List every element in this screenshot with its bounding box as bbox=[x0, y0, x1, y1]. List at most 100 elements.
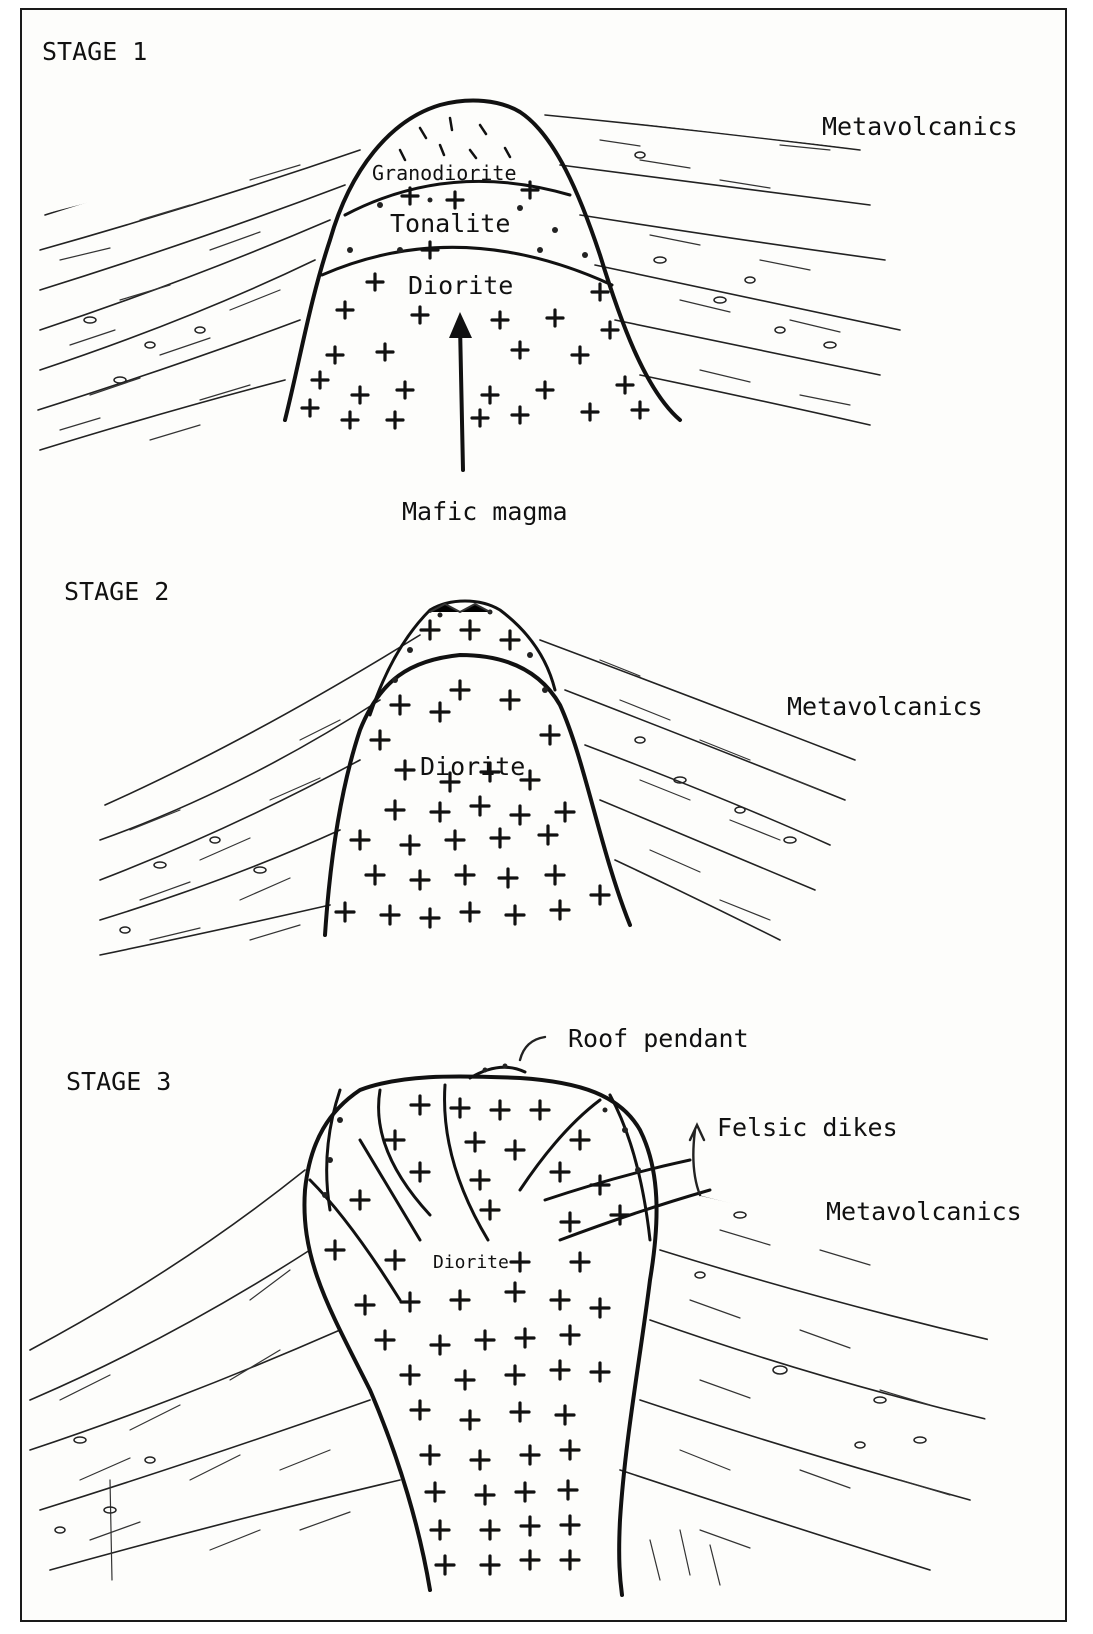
diorite-cross bbox=[431, 803, 449, 821]
diorite-cross bbox=[302, 400, 318, 416]
diorite-cross bbox=[511, 1403, 529, 1421]
diorite-cross bbox=[572, 347, 588, 363]
roof-pendant-leader bbox=[520, 1037, 545, 1060]
diorite-cross bbox=[451, 681, 469, 699]
diorite-cross bbox=[431, 1336, 449, 1354]
diorite-cross bbox=[551, 1361, 569, 1379]
diorite-cross bbox=[381, 906, 399, 924]
diorite-cross bbox=[591, 886, 609, 904]
diorite-cross bbox=[506, 1283, 524, 1301]
roof-pendant-label: Roof pendant bbox=[568, 1024, 749, 1053]
diorite-cross bbox=[471, 797, 489, 815]
diorite-cross bbox=[356, 1296, 374, 1314]
diorite-cross bbox=[386, 1251, 404, 1269]
diorite-cross bbox=[551, 1163, 569, 1181]
diorite-cross bbox=[461, 1411, 479, 1429]
mafic-magma-arrow bbox=[449, 312, 472, 470]
diorite-cross bbox=[312, 372, 328, 388]
diorite-cross bbox=[446, 831, 464, 849]
diorite-cross bbox=[451, 1099, 469, 1117]
stage-2-metavolcanics-label: Metavolcanics bbox=[787, 692, 983, 721]
diorite-cross bbox=[401, 1366, 419, 1384]
granodiorite-texture bbox=[400, 118, 510, 160]
diorite-cross bbox=[401, 836, 419, 854]
diorite-cross bbox=[501, 691, 519, 709]
diorite-cross bbox=[366, 866, 384, 884]
diorite-cross bbox=[521, 1517, 539, 1535]
diorite-cross bbox=[571, 1253, 589, 1271]
diorite-cross bbox=[521, 1446, 539, 1464]
diorite-cross bbox=[431, 1521, 449, 1539]
diorite-cross bbox=[541, 726, 559, 744]
diorite-cross bbox=[371, 731, 389, 749]
stage-2: STAGE 2 bbox=[64, 577, 983, 955]
diorite-cross bbox=[492, 312, 508, 328]
diorite-cross bbox=[461, 621, 479, 639]
stage-1-title: STAGE 1 bbox=[42, 37, 147, 66]
diorite-cross bbox=[481, 1556, 499, 1574]
diorite-cross bbox=[351, 831, 369, 849]
diorite-cross bbox=[352, 387, 368, 403]
granodiorite-label: Granodiorite bbox=[372, 161, 517, 185]
diorite-cross bbox=[561, 1326, 579, 1344]
diorite-cross bbox=[491, 829, 509, 847]
diorite-cross bbox=[456, 1371, 474, 1389]
diorite-cross bbox=[556, 1406, 574, 1424]
diorite-cross bbox=[461, 903, 479, 921]
diorite-cross bbox=[561, 1551, 579, 1569]
stage-1: STAGE 1 bbox=[38, 37, 1018, 526]
diorite-cross bbox=[556, 803, 574, 821]
diorite-cross bbox=[327, 347, 343, 363]
diorite-cross bbox=[499, 869, 517, 887]
diorite-cross bbox=[411, 1096, 429, 1114]
felsic-dikes-leader bbox=[693, 1130, 700, 1195]
diorite-cross bbox=[426, 1483, 444, 1501]
diorite-cross bbox=[547, 310, 563, 326]
diorite-cross bbox=[501, 631, 519, 649]
stage-3-diorite-label: Diorite bbox=[433, 1252, 509, 1273]
diorite-cross bbox=[391, 696, 409, 714]
diorite-cross bbox=[516, 1329, 534, 1347]
stage-3-metavolcanics-label: Metavolcanics bbox=[826, 1197, 1022, 1226]
diorite-cross bbox=[511, 1253, 529, 1271]
diorite-cross bbox=[386, 801, 404, 819]
diorite-cross bbox=[422, 242, 438, 258]
diorite-cross bbox=[516, 1483, 534, 1501]
felsic-dikes-label: Felsic dikes bbox=[717, 1113, 898, 1142]
diorite-cross bbox=[397, 382, 413, 398]
diorite-cross bbox=[411, 871, 429, 889]
diorite-cross bbox=[559, 1481, 577, 1499]
diorite-cross bbox=[546, 866, 564, 884]
stage-2-title: STAGE 2 bbox=[64, 577, 169, 606]
diorite-cross bbox=[386, 1131, 404, 1149]
diorite-cross bbox=[521, 1551, 539, 1569]
diorite-cross bbox=[512, 407, 528, 423]
diorite-cross bbox=[476, 1486, 494, 1504]
felsic-dikes-arrowhead bbox=[690, 1125, 704, 1140]
diorite-cross bbox=[387, 412, 403, 428]
diorite-cross bbox=[421, 909, 439, 927]
diorite-cross bbox=[411, 1163, 429, 1181]
diorite-cross bbox=[367, 274, 383, 290]
mafic-magma-label: Mafic magma bbox=[402, 497, 568, 526]
stage-3-metavolcanics-strata bbox=[30, 1170, 990, 1585]
diorite-cross bbox=[412, 307, 428, 323]
diorite-cross bbox=[531, 1101, 549, 1119]
stage-1-metavolcanics-label: Metavolcanics bbox=[822, 112, 1018, 141]
diorite-cross bbox=[351, 1191, 369, 1209]
diorite-cross bbox=[506, 1141, 524, 1159]
diorite-cross bbox=[561, 1441, 579, 1459]
diorite-cross bbox=[591, 1176, 609, 1194]
diorite-cross bbox=[561, 1516, 579, 1534]
diorite-cross bbox=[447, 192, 463, 208]
diorite-cross bbox=[592, 284, 608, 300]
diorite-cross bbox=[591, 1299, 609, 1317]
diorite-cross bbox=[421, 621, 439, 639]
diorite-cross bbox=[511, 806, 529, 824]
diorite-cross bbox=[337, 302, 353, 318]
diorite-cross bbox=[551, 901, 569, 919]
diorite-cross bbox=[401, 1293, 419, 1311]
diorite-cross bbox=[582, 404, 598, 420]
diorite-cross bbox=[472, 410, 488, 426]
